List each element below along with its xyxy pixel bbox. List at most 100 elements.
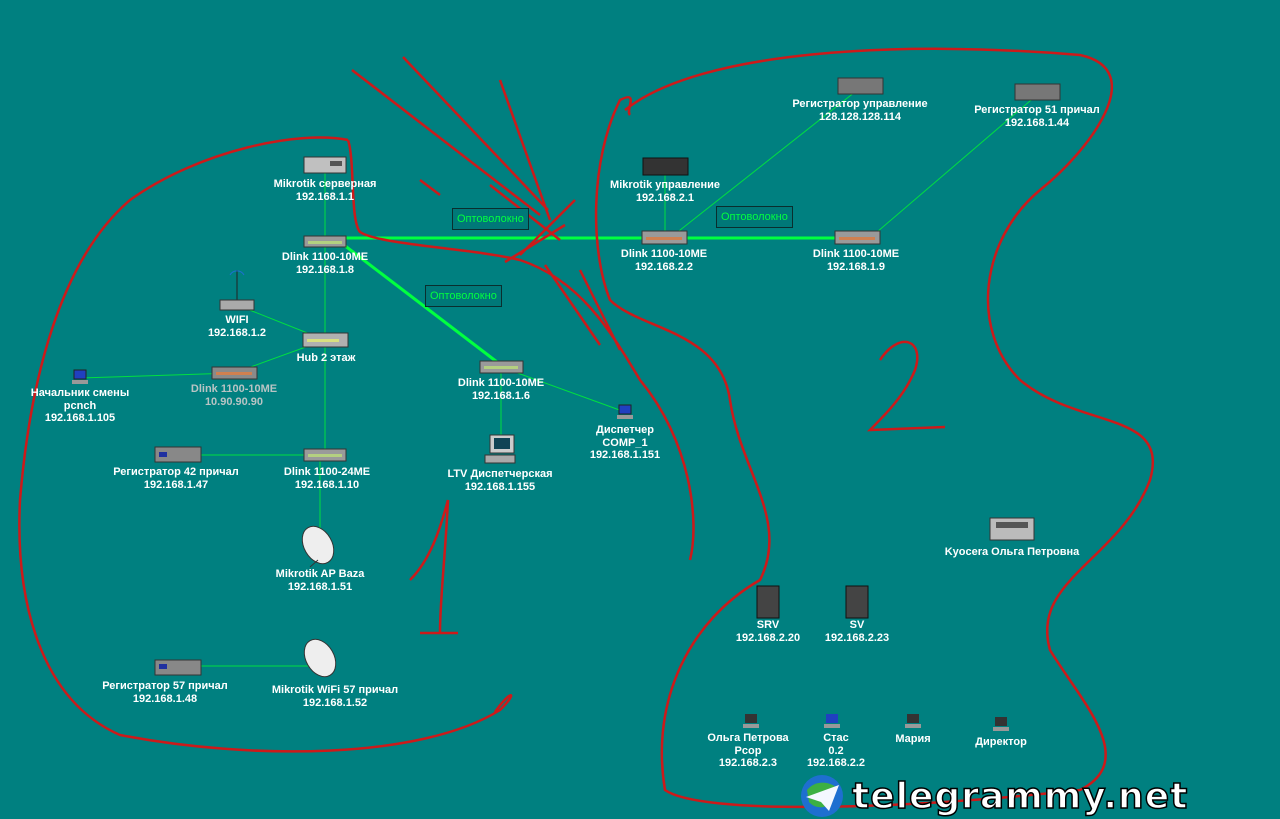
watermark-text: telegrammy.net: [851, 775, 1189, 818]
node-name: Dlink 1100-10ME: [457, 377, 545, 389]
link: [79, 372, 235, 379]
node-ip: 192.168.1.2: [207, 326, 267, 339]
node-ip: 10.90.90.90: [204, 395, 264, 408]
node-ip: 192.168.2.20: [735, 631, 801, 644]
dvr-icon: [1014, 83, 1061, 101]
pc-icon: [743, 714, 759, 728]
switch-icon: [211, 366, 258, 380]
node-ip: 192.168.1.48: [132, 692, 198, 705]
node-maria[interactable]: Мария: [895, 733, 930, 746]
node-name: Dlink 1100-24ME: [283, 466, 371, 478]
pc-icon: [72, 369, 88, 384]
dvr-icon: [154, 659, 202, 676]
server-icon: [845, 585, 869, 619]
dvr-icon: [837, 77, 884, 95]
annotations: [18, 47, 1154, 809]
node-name: Dlink 1100-10ME: [281, 251, 369, 263]
node-name: Регистратор 51 причал: [974, 104, 1100, 116]
node-name: LTV Диспетчерская: [447, 468, 553, 480]
router-icon: [303, 156, 347, 174]
switch-icon: [303, 235, 347, 248]
zone-1-outline: [18, 136, 695, 753]
node-host: COMP_1: [602, 436, 648, 449]
node-ip: 192.168.1.9: [826, 260, 886, 273]
node-name: Dlink 1100-10ME: [620, 248, 708, 260]
node-ip: 128.128.128.114: [819, 110, 901, 123]
node-name: Ольга Петрова: [707, 732, 789, 744]
watermark: telegrammy.net: [800, 774, 1188, 818]
server-icon: [756, 585, 780, 619]
fiber-link: [339, 240, 502, 367]
node-name: Mikrotik серверная: [273, 178, 377, 190]
node-name: Регистратор 42 причал: [113, 466, 239, 478]
node-director[interactable]: Директор: [975, 736, 1027, 749]
node-name: Mikrotik WiFi 57 причал: [271, 684, 399, 696]
node-host: 0.2: [828, 744, 844, 757]
node-host: Pcop: [734, 744, 762, 757]
workstation-icon: [484, 434, 516, 464]
node-name: Kyocera Ольга Петровна: [944, 546, 1080, 558]
node-ip: 192.168.1.51: [287, 580, 353, 593]
fiber-label: Оптоволокно: [452, 208, 529, 230]
node-ip: 192.168.2.23: [824, 631, 890, 644]
node-ip: 192.168.1.44: [1004, 116, 1070, 129]
switch-icon: [479, 360, 524, 374]
node-name: Директор: [975, 736, 1027, 748]
node-name: Регистратор управление: [792, 98, 928, 110]
dish-icon: [301, 525, 335, 568]
switch-icon: [834, 230, 881, 245]
node-kyocera[interactable]: Kyocera Ольга Петровна: [945, 546, 1080, 559]
node-name: Dlink 1100-10ME: [812, 248, 900, 260]
node-ip: 192.168.1.151: [589, 449, 661, 461]
dish-icon: [303, 638, 337, 678]
digit-1: [409, 499, 458, 635]
node-name: Стас: [823, 732, 849, 744]
node-hub[interactable]: Hub 2 этаж: [297, 352, 356, 365]
node-name: SRV: [756, 619, 780, 631]
node-name: Mikrotik управление: [610, 179, 720, 191]
dvr-icon: [154, 446, 202, 463]
node-ip: 192.168.1.6: [471, 389, 531, 402]
node-name: Регистратор 57 причал: [102, 680, 228, 692]
pc-icon: [993, 717, 1009, 731]
digit-2: [866, 340, 946, 432]
node-ip: 192.168.2.3: [718, 757, 778, 769]
node-name: Начальник смены: [30, 387, 130, 399]
node-name: WIFI: [225, 314, 249, 326]
node-name: Диспетчер: [596, 424, 654, 436]
printer-icon: [989, 517, 1035, 541]
pc-icon: [905, 714, 921, 728]
node-ip: 192.168.1.1: [295, 190, 355, 203]
node-ip: 192.168.1.47: [143, 478, 209, 491]
hub-icon: [302, 332, 349, 348]
node-ip: 192.168.1.8: [295, 263, 355, 276]
fiber-label: Оптоволокно: [716, 206, 793, 228]
link: [869, 94, 1038, 239]
node-ip: 192.168.2.1: [635, 191, 695, 204]
switch-icon: [641, 230, 688, 245]
node-host: pcnch: [63, 399, 97, 412]
device-icons: [72, 77, 1061, 731]
